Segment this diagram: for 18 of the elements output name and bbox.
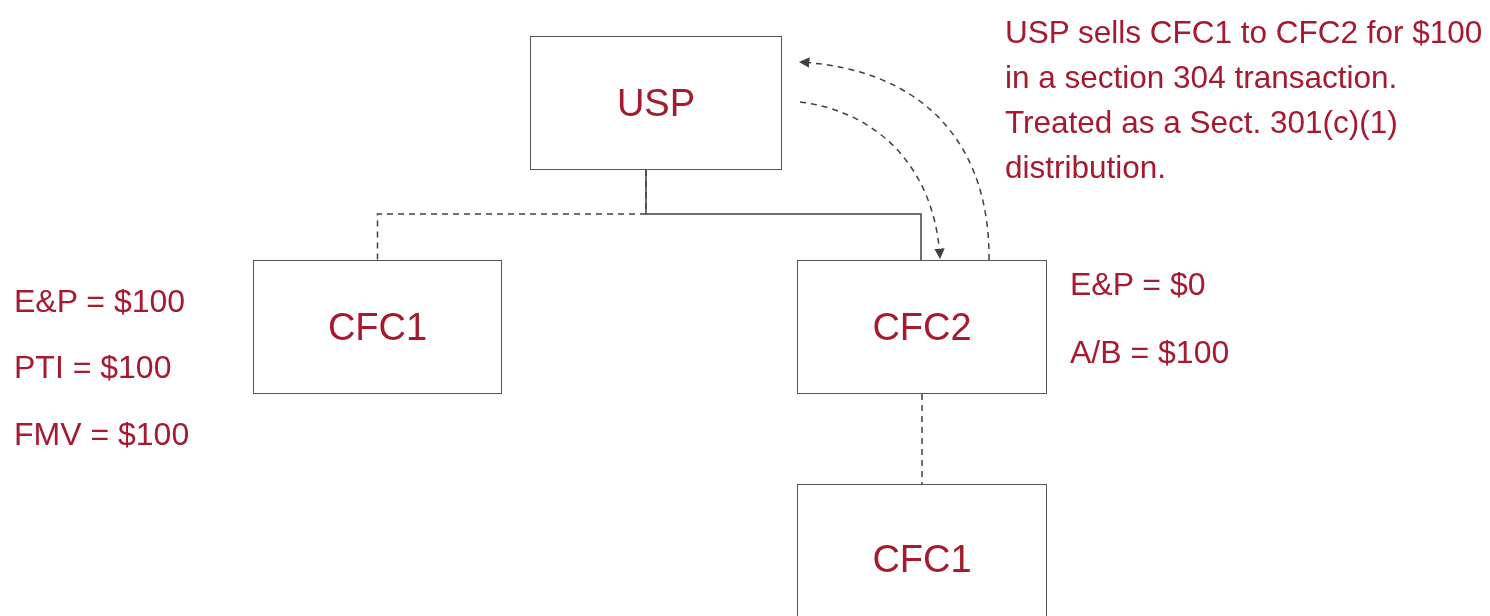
entity-name: CFC2	[872, 305, 972, 349]
entity-box	[797, 484, 1047, 616]
entity-box	[253, 260, 502, 394]
entity-name: CFC1	[872, 537, 972, 581]
value-label: A/B = $100	[1070, 336, 1230, 368]
value-label: PTI = $100	[14, 351, 172, 383]
entity-box	[797, 260, 1047, 394]
curved-arrow	[798, 57, 990, 261]
value-label: E&P = $0	[1070, 268, 1206, 300]
value-label: FMV = $100	[14, 418, 190, 450]
connector-line	[645, 169, 922, 261]
value-label: E&P = $100	[14, 285, 186, 317]
entity-box	[530, 36, 782, 170]
note-text: USP sells CFC1 to CFC2 for $100 in a section 304 transaction. Treated as a Sect. 301(c)(1) distribution.	[1005, 13, 1484, 187]
entity-name: USP	[616, 81, 696, 125]
curved-arrow	[799, 101, 945, 260]
entity-name: CFC1	[327, 305, 428, 349]
connector-line	[921, 393, 923, 485]
